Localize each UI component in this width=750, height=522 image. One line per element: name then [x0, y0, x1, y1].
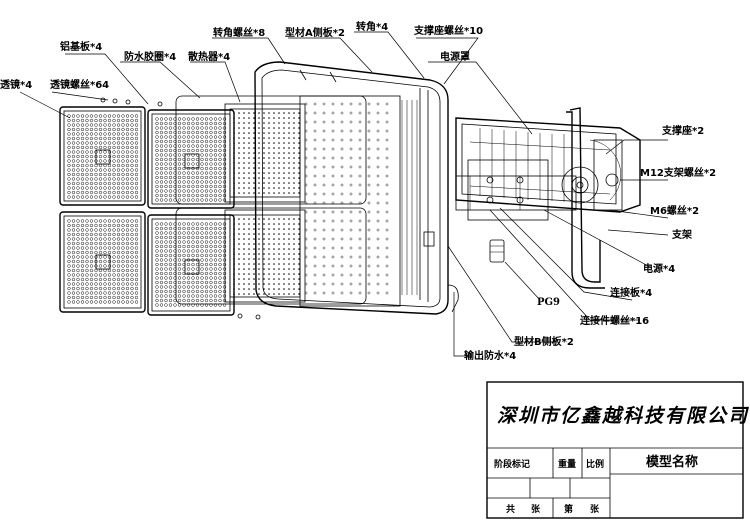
- lens-bead-grid: [67, 114, 227, 307]
- label-aluminum-plate: 铝基板*4: [60, 40, 102, 53]
- heatsink-upper: [224, 103, 306, 203]
- label-profile-a-side: 型材A侧板*2: [285, 26, 345, 39]
- model-name-label: 模型名称: [646, 454, 698, 470]
- lens-bottom-left: [59, 211, 146, 313]
- label-lens: 透镜*4: [0, 78, 32, 91]
- title-block: 深圳市亿鑫越科技有限公司 阶段标记 重量 比例 模型名称 共 张 第 张: [486, 381, 750, 519]
- total-label: 共: [506, 503, 515, 515]
- connector-plate: [467, 159, 549, 221]
- label-pg9: PG9: [537, 297, 560, 308]
- power-cover: [455, 117, 641, 213]
- heatsink-lower: [224, 209, 306, 303]
- label-heatsink: 散热器*4: [188, 50, 230, 63]
- label-power-cover: 电源罩: [440, 50, 470, 63]
- bracket: [561, 107, 623, 289]
- label-support-seat: 支撑座*2: [661, 124, 704, 137]
- label-waterproof-gasket: 防水胶圈*4: [124, 50, 176, 63]
- label-connector-screw: 连接件螺丝*16: [580, 314, 649, 327]
- label-corner-screw: 转角螺丝*8: [213, 26, 265, 39]
- heatsink-dot-matrix: [233, 102, 389, 295]
- scale-label: 比例: [586, 458, 604, 470]
- leader-lines: [19, 31, 669, 357]
- waterproof-gasket-plates: [175, 95, 401, 307]
- label-profile-b-side: 型材B侧板*2: [514, 335, 574, 348]
- label-connector-plate: 连接板*4: [610, 286, 652, 299]
- sheet-no-label: 第: [564, 503, 573, 515]
- label-support-seat-screw: 支撑座螺丝*10: [413, 24, 483, 37]
- callout-labels: 透镜*4 透镜螺丝*64 铝基板*4 防水胶圈*4 散热器*4 转角螺丝*8 型…: [0, 20, 716, 362]
- label-output-waterproof: 输出防水*4: [464, 349, 516, 362]
- lens-top-left: [59, 106, 146, 206]
- sheets-label: 张: [531, 503, 541, 515]
- lens-bottom-right: [147, 214, 235, 316]
- sheet-unit-label: 张: [590, 503, 600, 515]
- label-m12-bracket-screw: M12支架螺丝*2: [640, 166, 716, 179]
- label-m6-screw: M6螺丝*2: [650, 204, 699, 217]
- company-name: 深圳市亿鑫越科技有限公司: [497, 405, 750, 427]
- lens-top-right: [147, 109, 235, 209]
- housing-fins: [401, 100, 418, 295]
- label-power-supply: 电源*4: [643, 262, 675, 275]
- housing-frame: [254, 61, 459, 315]
- pg9-gland: [489, 239, 505, 263]
- lens-screws: [100, 97, 261, 320]
- weight-label: 重量: [558, 458, 576, 470]
- stage-mark-label: 阶段标记: [494, 458, 530, 470]
- label-corner: 转角*4: [356, 20, 388, 33]
- label-lens-screw: 透镜螺丝*64: [50, 78, 109, 91]
- label-bracket: 支架: [671, 228, 692, 241]
